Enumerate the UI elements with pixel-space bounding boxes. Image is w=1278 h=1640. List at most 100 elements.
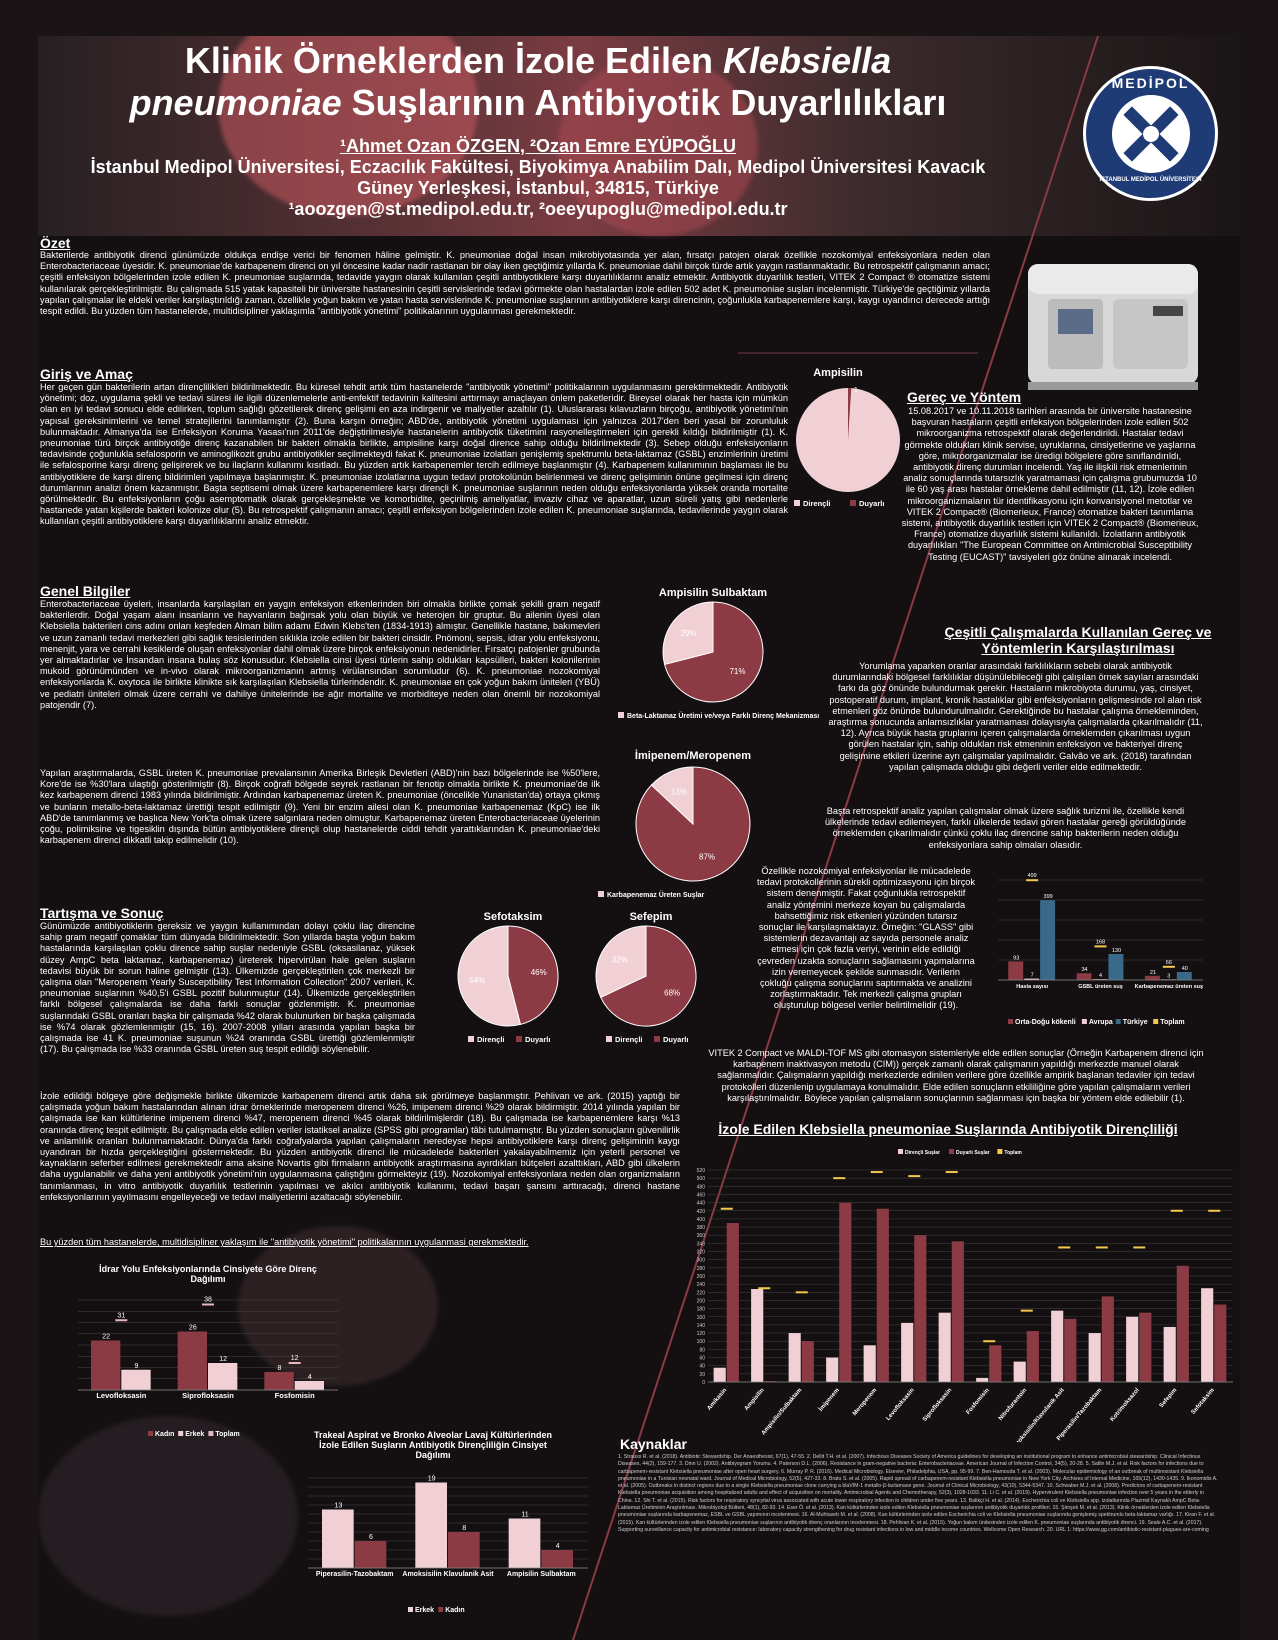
ampisilin-title: Ampisilin (813, 367, 863, 379)
bar-duyarlı suşlar (989, 1345, 1002, 1382)
legend-label: Dirençli (477, 1035, 505, 1044)
pie-label: 87% (699, 852, 715, 861)
bar-dirençli suşlar (1013, 1361, 1026, 1382)
y-tick-label: 400 (697, 1217, 706, 1223)
legend-swatch (1153, 1019, 1159, 1024)
bar-marker-toplam (1026, 879, 1039, 882)
legend-label: Dirençli Suşlar (905, 1150, 940, 1156)
vitek-device-image (988, 254, 1218, 404)
y-tick-label: 440 (697, 1201, 706, 1207)
bar-marker-toplam (908, 1175, 921, 1178)
bar-dirençli suşlar (1126, 1316, 1139, 1382)
legend-swatch (898, 1149, 903, 1154)
cesitli-body3: Özellikle nozokomiyal enfeksiyonlar ile … (756, 866, 976, 1011)
bar-duyarlı suşlar (1064, 1318, 1077, 1382)
bar-marker-toplam (1095, 1246, 1108, 1249)
bar-kadın (264, 1372, 294, 1390)
imipenem-title: İmipenem/Meropenem (634, 750, 752, 762)
legend-label: Duyarlı (525, 1035, 550, 1044)
bar-duyarlı suşlar (914, 1235, 927, 1382)
legend-swatch (178, 1431, 184, 1436)
bar-value-label: 6 (369, 1534, 373, 1541)
pie-label: 29% (680, 629, 696, 638)
legend-swatch (949, 1149, 954, 1154)
legend-label: Beta-Laktamaz Üretimi ve/veya Farklı Dir… (627, 711, 819, 720)
bar-duyarlı suşlar (726, 1223, 739, 1382)
bar-value-label: 11 (521, 1512, 528, 1519)
bar-erkek (121, 1369, 151, 1390)
legend-label: Erkek (185, 1431, 204, 1438)
bar-duyarlı suşlar (1214, 1304, 1227, 1382)
legend-label: Toplam (215, 1431, 239, 1438)
bar-dirençli suşlar (1051, 1310, 1064, 1382)
bar-marker-toplam (795, 1291, 808, 1294)
bar-dirençli suşlar (1088, 1333, 1101, 1382)
bar-erkek (508, 1518, 541, 1568)
legend-label: Duyarlı (859, 499, 884, 508)
idrar-title: İdrar Yolu Enfeksiyonlarında Cinsiyete G… (99, 1264, 317, 1284)
bar-marker-toplam (288, 1362, 301, 1364)
authors: ¹Ahmet Ozan ÖZGEN, ²Ozan Emre EYÜPOĞLU (339, 136, 737, 156)
bar-value-label: 21 (1150, 970, 1156, 976)
bar-value-label: 26 (189, 1325, 197, 1332)
pie-label: 32% (612, 955, 628, 964)
bar-duyarlı suşlar (839, 1202, 852, 1382)
legend-label: Orta-Doğu kökenli (1015, 1019, 1076, 1026)
bar-dirençli suşlar (826, 1357, 839, 1382)
bar-marker-toplam (870, 1171, 883, 1174)
x-tick-label: Sefotaksim (1191, 1387, 1216, 1415)
legend-label: Duyarlı (663, 1035, 688, 1044)
pie-slice-duyarlı (662, 601, 714, 666)
bar-value-label: 130 (1112, 948, 1121, 954)
bar-marker-toplam (833, 1177, 846, 1180)
bar-orta-doğu kökenli (1144, 975, 1160, 980)
bar-kadın (541, 1550, 573, 1568)
legend-label: Erkek (415, 1607, 434, 1614)
x-tick-label: Ampisilin (744, 1387, 766, 1412)
bar-value-label: 168 (1096, 939, 1105, 945)
bar-türkiye (1040, 900, 1056, 980)
legend-swatch (516, 1036, 522, 1042)
legend-label: Duyarlı Suşlar (956, 1150, 990, 1156)
bar-marker-toplam (115, 1319, 128, 1322)
bar-value-label: 13 (334, 1503, 342, 1510)
tartisma-body2: İzole edildiği bölgeye göre değişmekle b… (40, 1091, 680, 1202)
affiliation-line1: İstanbul Medipol Üniversitesi, Eczacılık… (90, 157, 986, 177)
y-tick-label: 200 (697, 1298, 706, 1304)
bar-erkek (208, 1363, 238, 1390)
bar-duyarlı suşlar (764, 1381, 777, 1382)
y-tick-label: 140 (697, 1323, 706, 1329)
legend-swatch (606, 1036, 612, 1042)
y-tick-label: 220 (697, 1290, 706, 1296)
kaynaklar-body: 1. Strauss R. et al. (2018). Antibiotic … (618, 1454, 1218, 1533)
bar-orta-doğu kökenli (1008, 961, 1024, 980)
legend-label: Kadın (155, 1431, 174, 1438)
emails: ¹aoozgen@st.medipol.edu.tr, ²oeeyupoglu@… (288, 199, 788, 219)
bar-value-label: 40 (1182, 966, 1188, 972)
x-tick-label: Piperasilin-Tazobaktam (316, 1571, 394, 1578)
legend-label: Dirençli (615, 1035, 643, 1044)
legend-swatch (618, 712, 624, 718)
pie-label: 46% (531, 968, 547, 977)
bar-value-label: 12 (219, 1356, 227, 1363)
tartisma-title: Tartışma ve Sonuç (40, 905, 164, 921)
bar-value-label: 8 (278, 1365, 282, 1372)
bar-duyarlı suşlar (1139, 1312, 1152, 1382)
bar-value-label: 66 (1166, 960, 1172, 966)
cesitli-body4: VITEK 2 Compact ve MALDI-TOF MS gibi oto… (708, 1048, 1204, 1103)
x-tick-label: Ampisilin/Sulbaktam (761, 1387, 804, 1436)
y-tick-label: 360 (697, 1233, 706, 1239)
pie-label: 54% (469, 976, 485, 985)
legend-swatch (208, 1431, 214, 1436)
bar-value-label: 93 (1013, 955, 1019, 961)
bar-duyarlı suşlar (876, 1208, 889, 1382)
bar-duyarlı suşlar (1101, 1296, 1114, 1382)
gerec-title: Gereç ve Yöntem (907, 389, 1022, 405)
bar-marker-toplam (1133, 1246, 1146, 1249)
bar-value-label: 3 (1167, 973, 1170, 979)
x-tick-label: Amoksisilin Klavulanik Asit (402, 1571, 494, 1578)
pie-slice-duyarlı (595, 925, 647, 998)
legend-label: Kadın (445, 1607, 464, 1614)
bar-dirençli suşlar (751, 1289, 764, 1382)
